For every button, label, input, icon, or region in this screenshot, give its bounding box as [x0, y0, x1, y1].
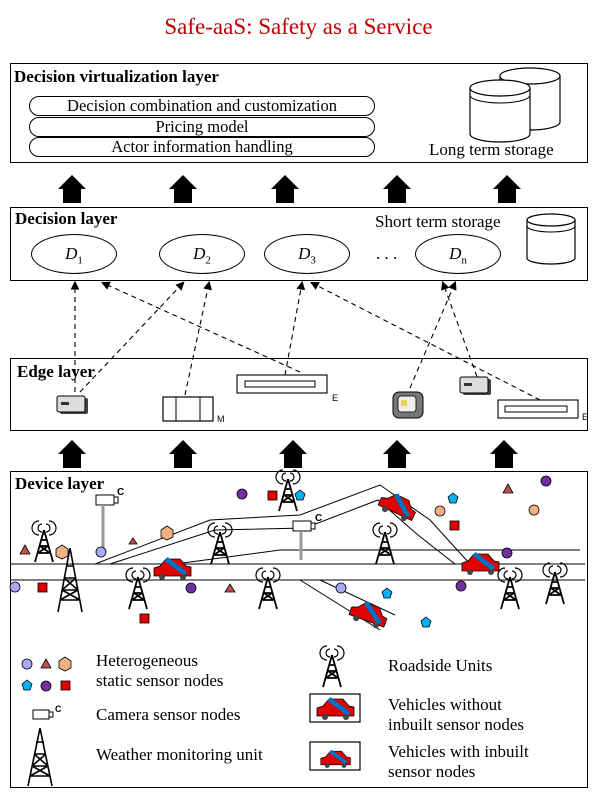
legend-camera-label: Camera sensor nodes [96, 705, 241, 724]
decision-layer-label: Decision layer [15, 209, 118, 228]
roads [10, 484, 585, 631]
decision-virtualization-layer-label: Decision virtualization layer [14, 67, 219, 86]
decision-node-d3: D3 [264, 234, 350, 274]
decision-combination-pill: Decision combination and customization [29, 96, 375, 116]
long-term-storage-icon [469, 67, 561, 143]
device-layer-label: Device layer [15, 474, 105, 493]
edge-to-decision-links [70, 280, 541, 401]
legend-camera-tag: C [55, 704, 62, 714]
diagram-title: Safe-aaS: Safety as a Service [164, 14, 433, 39]
edge-rack-e1-icon [236, 374, 328, 394]
edge-layer: Edge layer [10, 358, 588, 431]
legend-vehicles-without-label: Vehicles without inbuilt sensor nodes [388, 695, 524, 735]
legend-weather-icon [27, 727, 53, 787]
device-camera-tag-1: C [117, 487, 125, 498]
vehicle-with-sensor-3 [348, 599, 390, 631]
legend-box [10, 639, 588, 788]
legend-static-sensors-line-2: static sensor nodes [96, 671, 224, 690]
edge-tag-e2: E [582, 412, 589, 422]
decision-node-d1: D1 [31, 234, 117, 274]
static-sensor-nodes [9, 475, 552, 628]
camera-sensor-icon-1 [95, 494, 119, 550]
decision-layer: Decision layer Short term storage D1 D2 … [10, 207, 588, 281]
long-term-storage-label: Long term storage [429, 140, 554, 159]
vehicle-without-sensor-1 [376, 489, 418, 524]
legend-vehicles-with-label: Vehicles with inbuilt sensor nodes [388, 742, 529, 782]
edge-rack-e2-icon [497, 399, 579, 419]
legend-vehicles-without-line-1: Vehicles without [388, 695, 502, 714]
edge-server-icon-2 [459, 376, 492, 396]
legend-camera-icon [32, 709, 54, 720]
legend-vehicle-without-icon [309, 693, 361, 723]
legend-weather-label: Weather monitoring unit [96, 745, 263, 764]
decision-node-dn: Dn [415, 234, 501, 274]
short-term-storage-label: Short term storage [375, 212, 501, 231]
legend-static-sensors-line-1: Heterogeneous [96, 651, 198, 670]
legend-vehicles-without-line-2: inbuilt sensor nodes [388, 715, 524, 734]
legend-vehicles-with-line-2: sensor nodes [388, 762, 476, 781]
edge-router-icon [392, 391, 424, 419]
legend-vehicles-with-line-1: Vehicles with inbuilt [388, 742, 529, 761]
edge-layer-label: Edge layer [17, 362, 95, 381]
edge-tag-e1: E [332, 393, 339, 403]
legend-vehicle-with-icon [309, 741, 361, 771]
vehicle-with-sensor-2 [462, 554, 499, 575]
device-camera-tag-2: C [315, 513, 323, 524]
short-term-storage-icon [526, 213, 576, 265]
arrows-device-to-edge [58, 440, 518, 468]
decision-ellipsis: . . . [376, 244, 398, 263]
legend-rsu-label: Roadside Units [388, 656, 493, 675]
camera-sensor-icon-2 [292, 520, 316, 560]
edge-server-icon-1 [56, 395, 89, 415]
actor-information-pill: Actor information handling [29, 137, 375, 157]
pricing-model-pill: Pricing model [29, 117, 375, 137]
edge-tag-m: M [217, 414, 225, 424]
legend-static-sensors-label: Heterogeneous static sensor nodes [96, 651, 223, 691]
edge-module-m-icon [162, 396, 214, 422]
legend-rsu-icon [319, 645, 345, 688]
weather-monitoring-unit-icon [57, 547, 83, 613]
arrows-decision-to-virtualization [58, 175, 521, 203]
decision-node-d2: D2 [159, 234, 245, 274]
legend-static-sensor-icons [21, 656, 72, 692]
